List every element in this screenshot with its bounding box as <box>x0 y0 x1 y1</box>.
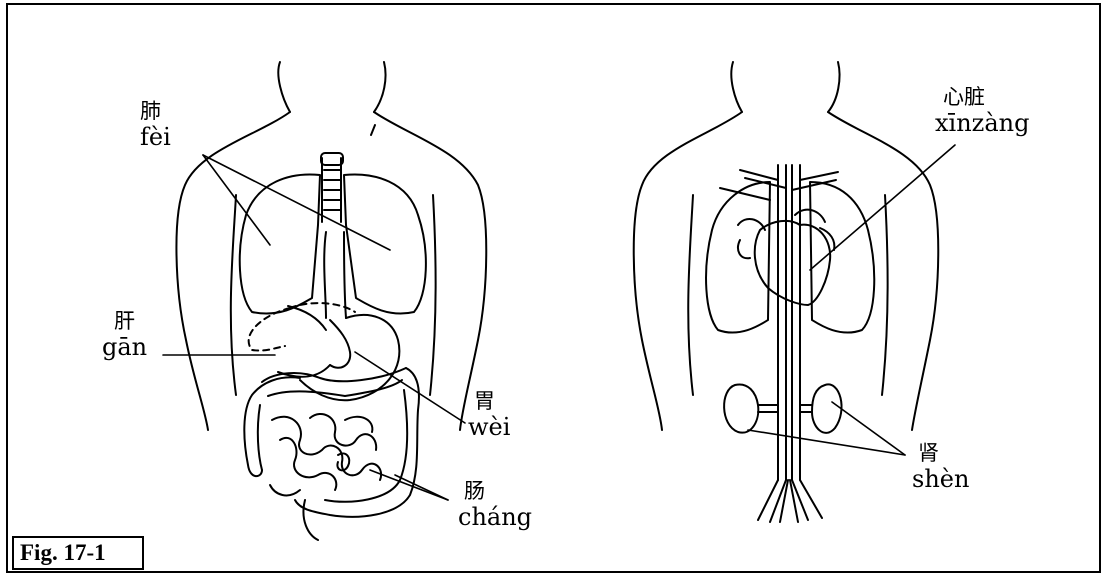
lungs-right-figure <box>706 182 874 333</box>
label-fei-pinyin: fèi <box>140 124 171 150</box>
label-fei: 肺 fèi <box>140 98 171 150</box>
figure-caption: Fig. 17-1 <box>12 536 144 570</box>
esophagus-liver-stomach <box>249 232 400 400</box>
label-chang-pinyin: cháng <box>458 504 532 530</box>
right-leader-lines <box>748 145 955 455</box>
label-wei: 胃 wèi <box>468 388 510 440</box>
label-xinzang: 心脏 xīnzàng <box>935 84 1029 136</box>
left-leader-lines <box>163 155 465 500</box>
label-shen-pinyin: shèn <box>912 466 969 492</box>
left-torso <box>176 62 486 430</box>
label-chang-hanzi: 肠 <box>464 478 532 504</box>
label-xinzang-hanzi: 心脏 <box>943 84 1029 110</box>
heart-and-vessels <box>720 165 842 522</box>
label-gan: 肝 gān <box>102 308 147 360</box>
lungs-left-figure <box>240 153 426 314</box>
label-fei-hanzi: 肺 <box>140 98 171 124</box>
label-xinzang-pinyin: xīnzàng <box>935 110 1029 136</box>
label-wei-hanzi: 胃 <box>474 388 510 414</box>
label-chang: 肠 cháng <box>458 478 532 530</box>
label-shen-hanzi: 肾 <box>918 440 969 466</box>
label-wei-pinyin: wèi <box>468 414 510 440</box>
label-gan-pinyin: gān <box>102 334 147 360</box>
label-gan-hanzi: 肝 <box>114 308 147 334</box>
label-shen: 肾 shèn <box>912 440 969 492</box>
intestines <box>244 368 419 540</box>
